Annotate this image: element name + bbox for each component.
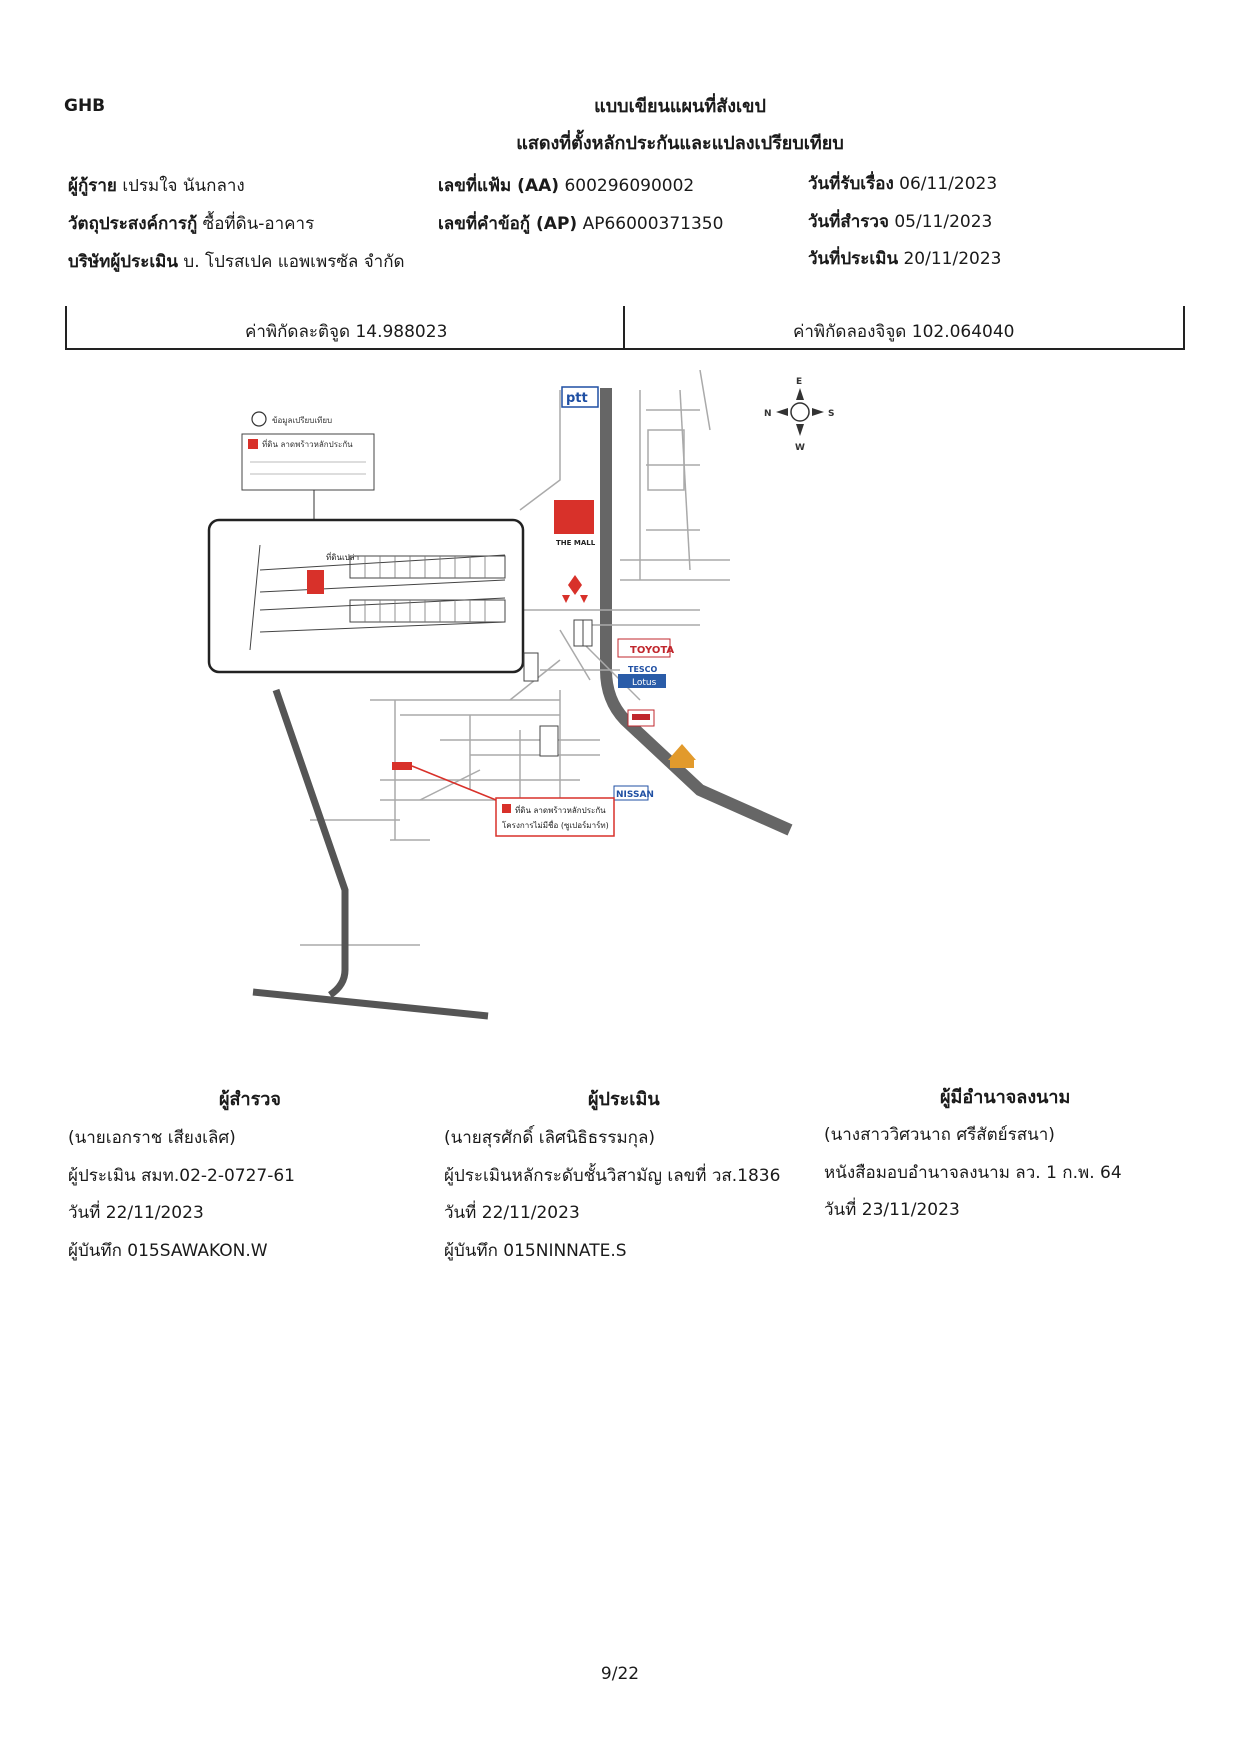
subject-parcel: [307, 570, 324, 594]
org-code: GHB: [64, 96, 106, 116]
legend-compare: ข้อมูลเปรียบเทียบ: [272, 416, 332, 426]
collateral-marker-icon: [248, 439, 258, 449]
subject-location: ที่ดิน ลาดพร้าวหลักประกัน โครงการไม่มีชื…: [392, 762, 615, 837]
request-value: AP66000371350: [582, 214, 724, 234]
doc-subtitle: แสดงที่ตั้งหลักประกันและแปลงเปรียบเทียบ: [516, 133, 844, 154]
legend-collateral: ที่ดิน ลาดพร้าวหลักประกัน: [262, 438, 353, 449]
surveyor-heading: ผู้สำรวจ: [219, 1089, 281, 1110]
appraise-value: 20/11/2023: [903, 249, 1002, 269]
appraiser-name: (นายสุรศักดิ์ เลิศนิธิธรรมกุล): [444, 1128, 655, 1148]
appraiser-heading: ผู้ประเมิน: [588, 1089, 660, 1110]
svg-text:โครงการไม่มีชื่อ (ซูเปอร์มาร์ท: โครงการไม่มีชื่อ (ซูเปอร์มาร์ท): [502, 819, 609, 831]
authorized-name: (นางสาววิศวนาถ ศรีสัตย์รสนา): [824, 1125, 1055, 1145]
authorized-heading: ผู้มีอำนาจลงนาม: [940, 1087, 1071, 1108]
received-label: วันที่รับเรื่อง: [808, 174, 894, 194]
purpose-row: วัตถุประสงค์การกู้ ซื้อที่ดิน-อาคาร: [68, 210, 314, 237]
main-highway: [600, 388, 793, 836]
company-value: บ. โปรสเปค แอพเพรซัล จำกัด: [183, 252, 405, 272]
surveyor-name: (นายเอกราช เสียงเลิศ): [68, 1128, 236, 1148]
nissan-logo: NISSAN: [613, 785, 654, 801]
borrower-row: ผู้กู้ราย เปรมใจ นันกลาง: [68, 172, 245, 199]
survey-label: วันที่สำรวจ: [808, 212, 889, 232]
svg-text:TOYOTA: TOYOTA: [630, 645, 674, 656]
borrower-value: เปรมใจ นันกลาง: [122, 176, 245, 196]
appraiser-recorder: ผู้บันทึก 015NINNATE.S: [444, 1241, 627, 1261]
svg-text:TESCO: TESCO: [628, 665, 658, 674]
svg-text:THE MALL: THE MALL: [556, 539, 596, 547]
subject-callout-box: [495, 797, 615, 837]
toyota-logo: TOYOTA: [617, 638, 674, 658]
page-number: 9/22: [600, 1664, 640, 1684]
temple-icon: [668, 744, 696, 768]
inset-label: ที่ดินเปล่า: [326, 551, 359, 562]
svg-text:ptt: ptt: [566, 391, 588, 406]
compare-marker-icon: [251, 411, 267, 427]
file-row: เลขที่แฟ้ม (AA) 600296090002: [438, 172, 694, 199]
request-label: เลขที่คำข้อกู้ (AP): [438, 214, 578, 234]
authorized-authority: หนังสือมอบอำนาจลงนาม ลว. 1 ก.พ. 64: [824, 1163, 1122, 1183]
received-value: 06/11/2023: [899, 174, 998, 194]
the-mall-logo: THE MALL: [554, 500, 596, 547]
svg-text:W: W: [795, 443, 805, 453]
longitude: ค่าพิกัดลองจิจูด 102.064040: [793, 322, 1015, 342]
received-row: วันที่รับเรื่อง 06/11/2023: [808, 170, 997, 197]
borrower-label: ผู้กู้ราย: [68, 176, 117, 196]
svg-text:N: N: [764, 409, 772, 419]
company-label: บริษัทผู้ประเมิน: [68, 252, 178, 272]
request-row: เลขที่คำข้อกู้ (AP) AP66000371350: [438, 210, 723, 237]
tesco-lotus-logo: TESCO Lotus: [618, 665, 666, 688]
bottom-road: [252, 988, 489, 1020]
surveyor-recorder: ผู้บันทึก 015SAWAKON.W: [68, 1241, 268, 1261]
car-icon: [627, 709, 655, 727]
compass-icon: E N S W: [764, 377, 834, 453]
legend-box: ข้อมูลเปรียบเทียบ ที่ดิน ลาดพร้าวหลักประ…: [241, 411, 375, 550]
purpose-value: ซื้อที่ดิน-อาคาร: [202, 214, 315, 234]
svg-text:Lotus: Lotus: [632, 678, 657, 688]
mitsubishi-logo: [562, 575, 588, 603]
appraiser-date: วันที่ 22/11/2023: [444, 1203, 580, 1223]
minor-roads: [300, 370, 730, 946]
appraise-row: วันที่ประเมิน 20/11/2023: [808, 245, 1001, 272]
survey-row: วันที่สำรวจ 05/11/2023: [808, 208, 992, 235]
surveyor-date: วันที่ 22/11/2023: [68, 1203, 204, 1223]
file-label: เลขที่แฟ้ม (AA): [438, 176, 560, 196]
long-road: [272, 688, 349, 998]
latitude: ค่าพิกัดละติจูด 14.988023: [245, 322, 448, 342]
svg-text:S: S: [828, 409, 834, 419]
apartment-icon: [523, 652, 559, 757]
svg-text:NISSAN: NISSAN: [616, 790, 654, 800]
appraise-label: วันที่ประเมิน: [808, 249, 899, 269]
file-value: 600296090002: [564, 176, 695, 196]
surveyor-license: ผู้ประเมิน สมท.02-2-0727-61: [68, 1166, 295, 1186]
svg-text:ที่ดิน ลาดพร้าวหลักประกัน: ที่ดิน ลาดพร้าวหลักประกัน: [515, 804, 606, 815]
svg-text:E: E: [796, 377, 802, 387]
sketch-map: ข้อมูลเปรียบเทียบ ที่ดิน ลาดพร้าวหลักประ…: [207, 370, 834, 1020]
survey-value: 05/11/2023: [894, 212, 993, 232]
purpose-label: วัตถุประสงค์การกู้: [68, 214, 198, 234]
appraiser-license: ผู้ประเมินหลักระดับชั้นวิสามัญ เลขที่ วส…: [444, 1166, 781, 1186]
authorized-date: วันที่ 23/11/2023: [824, 1200, 960, 1220]
inset-map: ที่ดินเปล่า: [207, 518, 525, 674]
ptt-logo: ptt: [561, 386, 599, 408]
building-icon: [573, 619, 593, 647]
coordinates-bar: ค่าพิกัดละติจูด 14.988023 ค่าพิกัดลองจิจ…: [65, 306, 1185, 350]
doc-title: แบบเขียนแผนที่สังเขป: [594, 96, 766, 117]
company-row: บริษัทผู้ประเมิน บ. โปรสเปค แอพเพรซัล จำ…: [68, 248, 405, 275]
